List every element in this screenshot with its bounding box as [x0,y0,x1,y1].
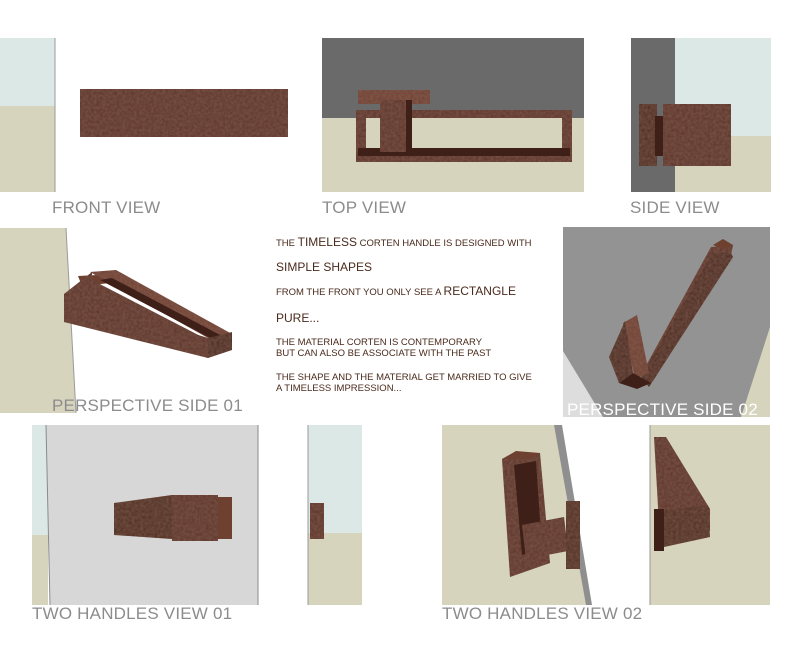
desc-line-6b: A TIMELESS IMPRESSION... [276,383,402,394]
handle-two1-right [310,503,324,539]
two-handles-2-panel [442,425,770,605]
two-handles-2-render [442,425,770,605]
side-view-render [631,38,771,192]
desc-line-2: SIMPLE SHAPES [276,260,373,274]
handle-front-rectangle [80,89,288,137]
description-text: THE TIMELESS CORTEN HANDLE IS DESIGNED W… [276,235,556,394]
perspective-1-render [0,228,260,413]
front-view-panel [0,38,300,192]
caption-two-handles-1: TWO HANDLES VIEW 01 [32,604,233,623]
perspective-2-render [563,227,770,417]
caption-side-view: SIDE VIEW [630,198,720,217]
caption-front-view: FRONT VIEW [52,198,161,217]
perspective-2-panel [563,227,770,417]
desc-line-6a: THE SHAPE AND THE MATERIAL GET MARRIED T… [276,372,532,383]
perspective-1-panel [0,228,260,413]
handle-top-u-bar [356,110,572,162]
handle-persp2-plate [623,315,649,379]
handle-two1-left [114,495,172,539]
caption-two-handles-2: TWO HANDLES VIEW 02 [442,604,643,623]
handle-side-grip [663,104,731,166]
caption-top-view: TOP VIEW [322,198,407,217]
desc-line-5b: BUT CAN ALSO BE ASSOCIATE WITH THE PAST [276,348,492,359]
desc-line-1: THE TIMELESS CORTEN HANDLE IS DESIGNED W… [276,235,532,249]
desc-line-4: PURE... [276,311,320,325]
two-handles-1-panel [32,425,362,605]
desc-line-5a: THE MATERIAL CORTEN IS CONTEMPORARY [276,337,483,348]
caption-perspective-1: PERSPECTIVE SIDE 01 [52,396,243,415]
desc-line-3: FROM THE FRONT YOU ONLY SEE A RECTANGLE [276,284,516,298]
handle-side-plate [639,104,657,166]
top-view-render [322,38,584,192]
caption-perspective-2: PERSPECTIVE SIDE 02 [567,400,758,419]
front-view-render [0,38,288,192]
two-handles-1-render [32,425,362,605]
side-view-panel [631,38,771,192]
top-view-panel [322,38,584,192]
